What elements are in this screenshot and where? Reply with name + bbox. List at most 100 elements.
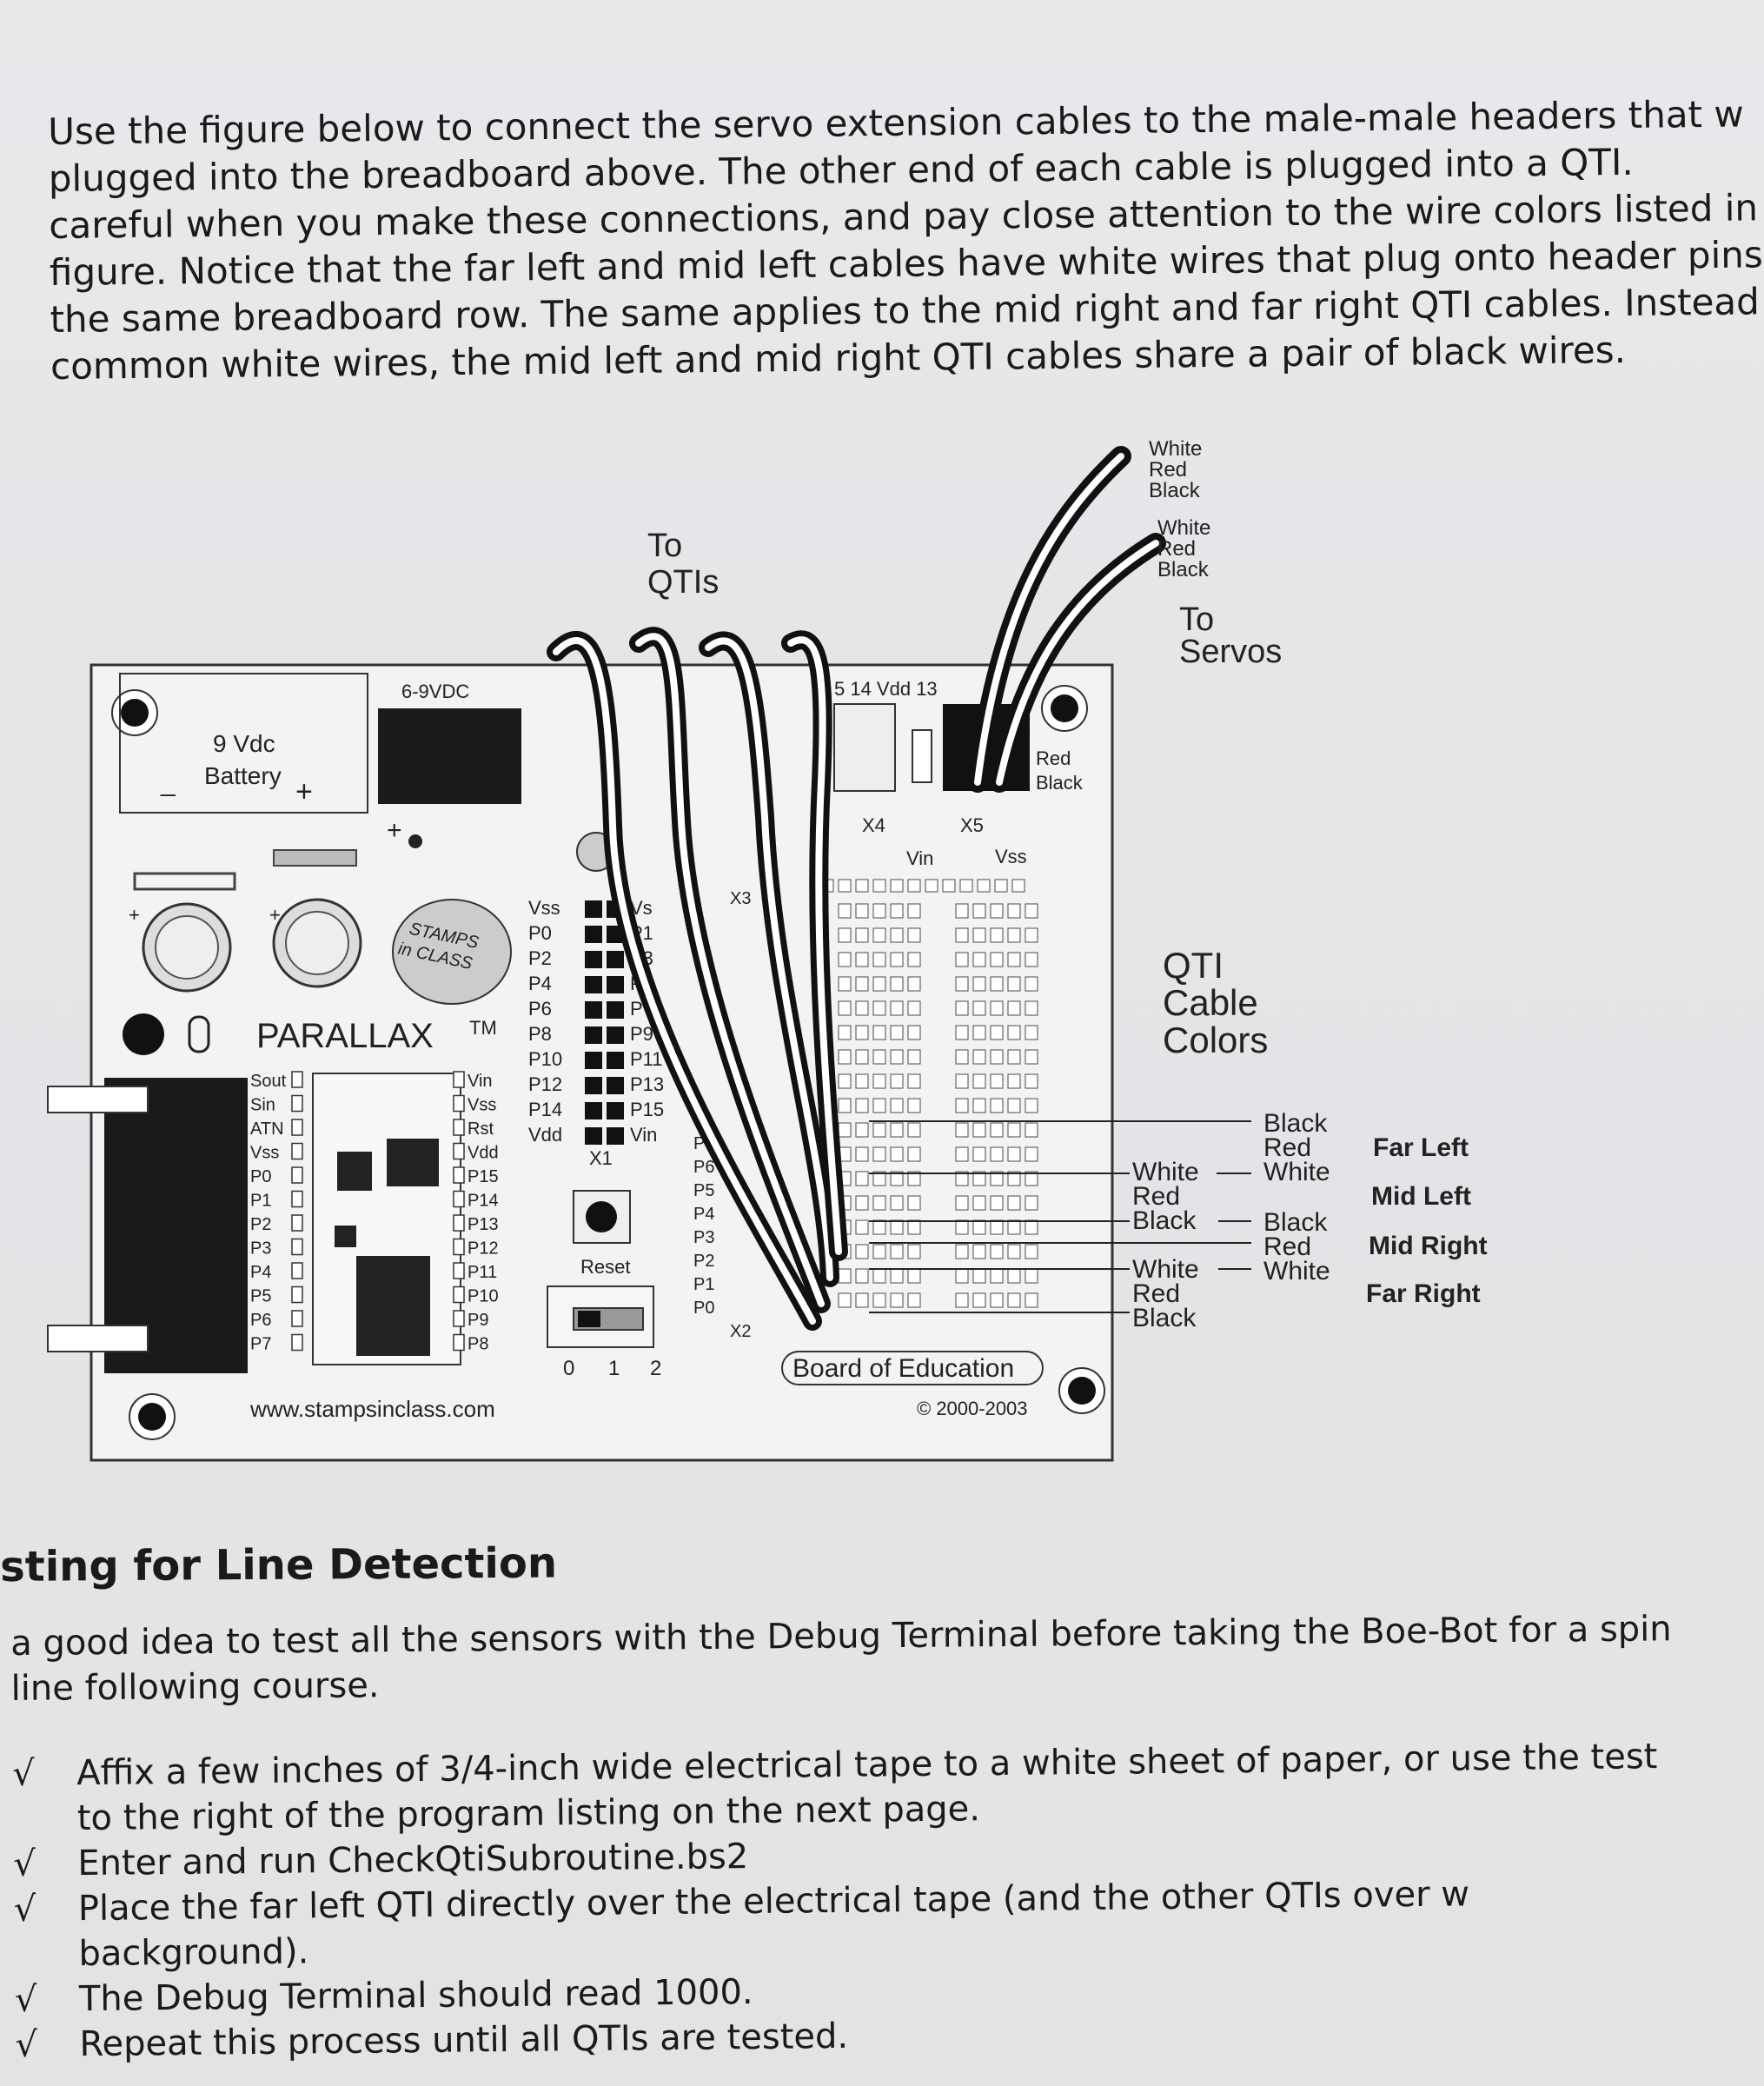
breadboard-socket <box>972 1292 986 1308</box>
mid-right-label: Mid Right <box>1369 1232 1488 1260</box>
breadboard-socket <box>890 1073 904 1089</box>
to-servos-label: To <box>1179 601 1214 638</box>
checkmark-icon: √ <box>13 1889 36 1930</box>
breadboard-socket <box>1025 976 1038 992</box>
breadboard-socket <box>855 952 869 967</box>
breadboard-socket <box>972 1122 986 1138</box>
stamp-pin-label: P3 <box>250 1239 271 1259</box>
breadboard-socket <box>907 1268 921 1284</box>
breadboard <box>820 879 1038 1308</box>
power-label: 6-9VDC <box>401 681 469 702</box>
breadboard-socket <box>955 1025 969 1040</box>
header-pin <box>607 1026 624 1044</box>
power-jack <box>378 708 521 804</box>
pin-pad <box>291 1142 303 1160</box>
svg-text:Reset: Reset <box>580 1256 630 1278</box>
breadboard-socket <box>855 976 869 992</box>
breadboard-socket <box>890 927 904 943</box>
qti-cable-colors-title: QTI <box>1163 945 1224 986</box>
breadboard-socket <box>1025 1000 1038 1016</box>
breadboard-socket <box>972 952 986 967</box>
breadboard-socket <box>890 1146 904 1162</box>
x2-pin-label: P3 <box>693 1228 714 1247</box>
breadboard-socket <box>890 1244 904 1259</box>
breadboard-socket <box>1025 1098 1038 1113</box>
header-pin <box>585 1026 602 1044</box>
stamp-pin-label: Sin <box>250 1096 275 1115</box>
breadboard-socket <box>890 976 904 992</box>
breadboard-socket <box>990 903 1004 919</box>
breadboard-socket <box>990 1098 1004 1113</box>
svg-text:Black: Black <box>1263 1208 1328 1237</box>
header-pin <box>585 1102 602 1119</box>
servo-cables <box>967 446 1166 793</box>
x2-pin-label: P2 <box>693 1252 714 1271</box>
breadboard-socket <box>1025 1292 1038 1308</box>
stamp-pin-label: Vss <box>468 1096 496 1115</box>
breadboard-socket <box>1007 1244 1021 1259</box>
breadboard-socket <box>955 1195 969 1211</box>
list-item: √ Affix a few inches of 3/4-inch wide el… <box>12 1737 1658 1839</box>
x1-pin-label: P2 <box>528 947 552 969</box>
pin-pad <box>291 1094 303 1113</box>
stamp-pin-label: P12 <box>468 1239 499 1259</box>
stamp-pin-label: ATN <box>250 1119 284 1139</box>
svg-text:Cable: Cable <box>1163 982 1258 1023</box>
breadboard-socket <box>907 1122 921 1138</box>
breadboard-socket <box>1007 1098 1021 1113</box>
breadboard-socket <box>907 1073 921 1089</box>
breadboard-socket <box>1007 1292 1021 1308</box>
x1-pin-label: P9 <box>630 1023 653 1045</box>
breadboard-socket <box>1007 1195 1021 1211</box>
breadboard-socket <box>855 1025 869 1040</box>
header-pin <box>585 1052 602 1069</box>
stamp-pin-label: P10 <box>468 1287 499 1306</box>
breadboard-socket <box>990 1171 1004 1186</box>
pin-pad <box>291 1214 303 1232</box>
breadboard-socket <box>1025 1122 1038 1138</box>
breadboard-socket <box>990 1000 1004 1016</box>
breadboard-socket <box>907 952 921 967</box>
section-title: sting for Line Detection <box>0 1538 558 1591</box>
breadboard-socket <box>955 1049 969 1065</box>
breadboard-socket <box>907 1049 921 1065</box>
breadboard-socket <box>972 1146 986 1162</box>
x2-pin-label: P5 <box>693 1181 714 1200</box>
svg-text:0: 0 <box>563 1357 574 1380</box>
x1-pin-label: Vdd <box>528 1124 562 1146</box>
breadboard-socket <box>890 1122 904 1138</box>
checkmark-icon: √ <box>14 1979 37 2020</box>
breadboard-socket <box>838 1000 852 1016</box>
svg-text:Vin: Vin <box>906 847 933 869</box>
svg-text:+: + <box>387 816 402 845</box>
breadboard-socket <box>1007 1025 1021 1040</box>
breadboard-socket <box>855 1195 869 1211</box>
breadboard-socket <box>872 976 886 992</box>
svg-text:TM: TM <box>469 1017 497 1039</box>
pin-pad <box>453 1238 465 1256</box>
breadboard-socket <box>907 1098 921 1113</box>
pin-pad <box>291 1238 303 1256</box>
svg-text:Red: Red <box>1132 1182 1180 1211</box>
svg-text:White: White <box>1132 1158 1199 1186</box>
breadboard-socket <box>990 927 1004 943</box>
breadboard-socket <box>838 1098 852 1113</box>
svg-text:Red: Red <box>1263 1133 1311 1162</box>
breadboard-socket <box>855 1122 869 1138</box>
stamp-pin-label: Rst <box>468 1119 494 1139</box>
stamp-pin-label: P1 <box>250 1192 271 1211</box>
header-pin <box>607 1102 624 1119</box>
breadboard-socket <box>872 1049 886 1065</box>
breadboard-socket <box>907 1244 921 1259</box>
list-item: √ Place the far left QTI directly over t… <box>13 1874 1470 1975</box>
stamp-pin-label: P6 <box>250 1311 271 1330</box>
breadboard-socket <box>838 903 852 919</box>
header-pin <box>585 1077 602 1094</box>
breadboard-socket <box>890 879 904 893</box>
breadboard-socket <box>955 1146 969 1162</box>
battery-label: 9 Vdc <box>213 730 275 757</box>
breadboard-socket <box>990 1268 1004 1284</box>
parallax-logo: PARALLAX <box>256 1017 434 1055</box>
legend-leader-lines <box>869 1120 1251 1313</box>
breadboard-socket <box>955 952 969 967</box>
